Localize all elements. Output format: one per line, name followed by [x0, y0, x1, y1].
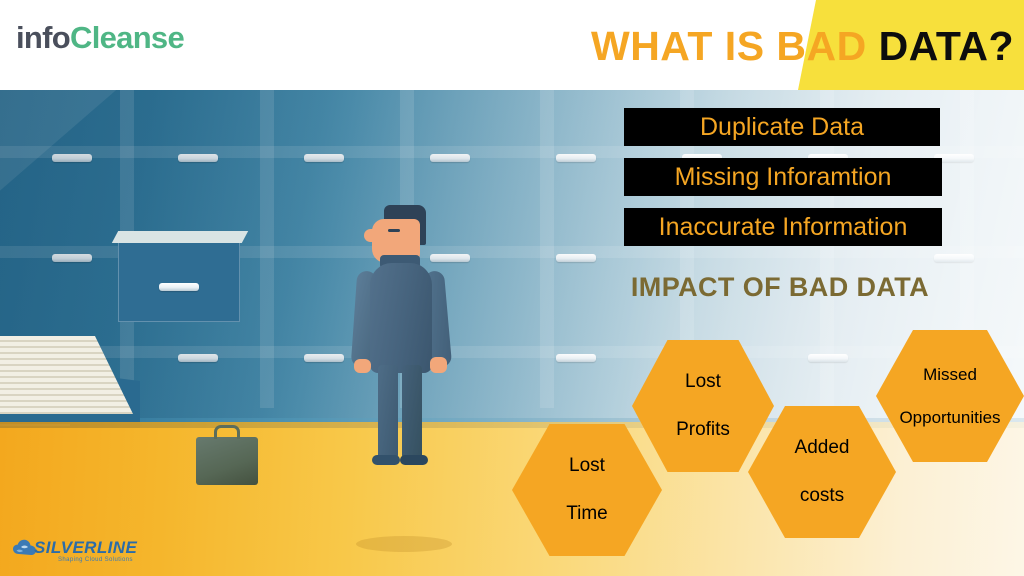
infocleanse-logo: infoCleanse: [16, 20, 185, 55]
eye: [388, 229, 400, 232]
businessman-illustration: [340, 205, 470, 465]
character-shadow: [356, 536, 452, 552]
hexagon-lost-time-line1: Lost: [569, 455, 605, 477]
bad-data-item-missing: Missing Inforamtion: [624, 158, 942, 196]
right-shoe: [400, 455, 428, 465]
yellow-banner-shape: [798, 0, 1024, 90]
impact-heading: IMPACT OF BAD DATA: [630, 272, 930, 302]
left-hand: [354, 359, 371, 373]
nose: [364, 229, 378, 242]
hexagon-missed-opportunities: Missed Opportunities: [876, 330, 1024, 462]
left-leg: [378, 365, 398, 461]
hexagon-missed-opportunities-line2: Opportunities: [899, 407, 1001, 427]
logo-text-cleanse: Cleanse: [70, 20, 185, 55]
silverline-logo: SILVERLINE Shaping Cloud Solutions: [12, 536, 172, 570]
bad-data-list: Duplicate Data Missing Inforamtion Inacc…: [624, 108, 944, 258]
slide-header: infoCleanse WHAT IS BAD DATA?: [0, 0, 1024, 90]
page-title: WHAT IS BAD DATA?: [390, 26, 1014, 67]
bad-data-item-duplicate: Duplicate Data: [624, 108, 940, 146]
hexagon-missed-opportunities-line1: Missed: [923, 365, 977, 385]
hexagon-lost-time: Lost Time: [512, 424, 662, 556]
left-shoe: [372, 455, 400, 465]
logo-text-info: info: [16, 20, 71, 55]
hexagon-lost-profits-line2: Profits: [676, 418, 730, 440]
page-title-part-1: WHAT IS BAD: [591, 23, 879, 69]
drawer-handle-icon: [159, 283, 199, 291]
hexagon-added-costs: Added costs: [748, 406, 896, 538]
torso: [370, 263, 432, 373]
bad-data-item-inaccurate: Inaccurate Information: [624, 208, 942, 246]
silverline-tagline: Shaping Cloud Solutions: [58, 557, 133, 563]
right-leg: [402, 365, 422, 461]
right-hand: [430, 357, 447, 373]
hexagon-lost-time-line2: Time: [566, 502, 608, 524]
page-title-part-2: DATA?: [878, 23, 1014, 69]
hexagon-lost-profits-line1: Lost: [685, 371, 721, 393]
silverline-brand-text: SILVERLINE: [34, 538, 138, 557]
hexagon-added-costs-line1: Added: [794, 437, 850, 459]
open-drawer-upper: [111, 231, 249, 322]
hexagon-lost-profits: Lost Profits: [632, 340, 774, 472]
cloud-icon: [13, 539, 36, 555]
briefcase-icon: [196, 425, 258, 485]
hexagon-added-costs-line2: costs: [799, 484, 845, 506]
